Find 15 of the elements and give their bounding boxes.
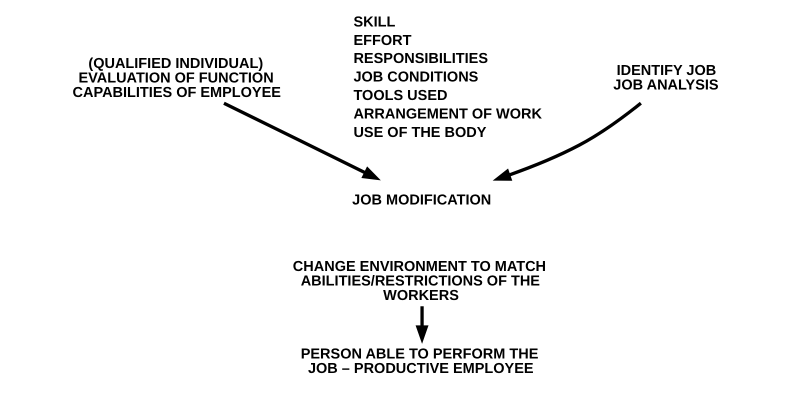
label: USE OF THE BODY	[352, 125, 486, 142]
node-text: CHANGE ENVIRONMENT TO MATCH ABILITIES/RESTRICTIONS OF THE WORKERS	[292, 258, 546, 304]
arrow	[492, 102, 642, 181]
node-text: (QUALIFIED INDIVIDUAL) EVALUATION OF FUNCTION CAPABILITIES OF EMPLOYEE	[72, 56, 280, 101]
arrow	[415, 306, 428, 344]
node-text: JOB MODIFICATION	[352, 192, 491, 208]
label: TOOLS USED	[352, 88, 447, 104]
label: EFFORT	[352, 32, 411, 49]
node-text: IDENTIFY JOB JOB ANALYSIS	[612, 63, 718, 94]
label: SKILL	[352, 14, 395, 30]
node-text: PERSON ABLE TO PERFORM THE JOB – PRODUCTIVE EMPLOYEE	[300, 346, 538, 378]
arrow	[222, 102, 380, 180]
label: RESPONSIBILITIES	[352, 51, 488, 68]
label: ARRANGEMENT OF WORK	[352, 106, 542, 123]
label: JOB CONDITIONS	[352, 70, 478, 86]
